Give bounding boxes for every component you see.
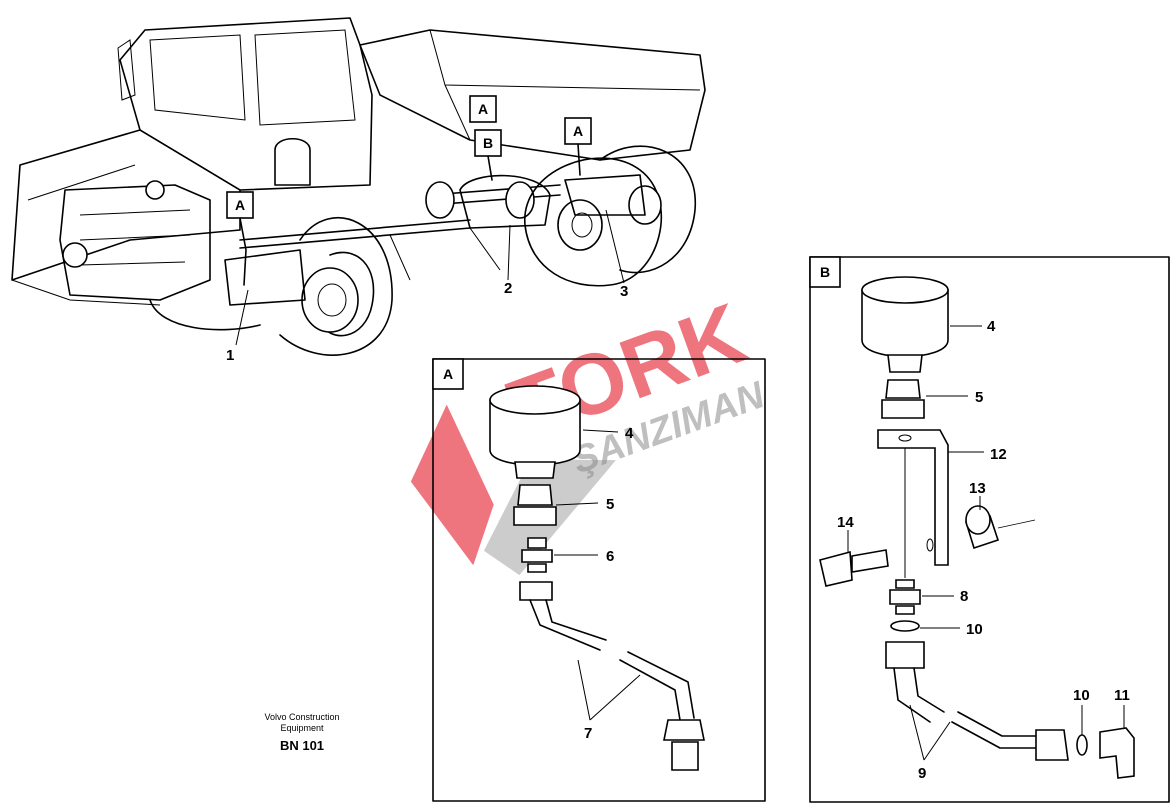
part-label-11: 11 [1114, 687, 1130, 704]
part-label-14: 14 [837, 514, 854, 531]
overview-callout-a-rear: A [564, 117, 592, 145]
part-label-10: 10 [1073, 687, 1090, 704]
callout-letter: A [235, 197, 245, 213]
part-label-13: 13 [969, 480, 986, 497]
breather-cap [861, 276, 949, 373]
footer-company: Volvo Construction [264, 712, 340, 722]
part-label-4: 4 [625, 425, 634, 442]
part-label-6: 6 [606, 548, 614, 565]
part-label-8: 8 [960, 588, 968, 605]
part-label-5: 5 [975, 389, 983, 406]
part-label-1: 1 [226, 347, 234, 364]
detail-b-tag: B [820, 264, 830, 280]
part-label-3: 3 [620, 283, 628, 300]
footer-division: Equipment [280, 723, 324, 733]
overview-callout-a-front: A [226, 191, 254, 219]
detail-a-tag: A [443, 366, 453, 382]
overview-callout-a-top: A [469, 95, 497, 123]
callout-letter: A [478, 101, 488, 117]
drawing-code: BN 101 [279, 738, 325, 753]
callout-letter: B [483, 135, 493, 151]
part-label-9: 9 [918, 765, 926, 782]
part-label-10: 10 [966, 621, 983, 638]
truck-illustration [11, 17, 706, 356]
part-label-12: 12 [990, 446, 1007, 463]
breather-cap [489, 385, 581, 479]
part-label-7: 7 [584, 725, 592, 742]
part-label-4: 4 [987, 318, 996, 335]
detail-b-panel: B [809, 256, 1170, 803]
overview-callout-b: B [474, 129, 502, 157]
detail-a-panel: A 4 5 6 7 [432, 358, 766, 802]
callout-letter: A [573, 123, 583, 139]
drawing-footer: Volvo Construction Equipment BN 101 [232, 712, 372, 753]
watermark-logo: TORK ŞANZIMAN [410, 285, 771, 576]
part-label-2: 2 [504, 280, 512, 297]
part-label-5: 5 [606, 496, 614, 513]
